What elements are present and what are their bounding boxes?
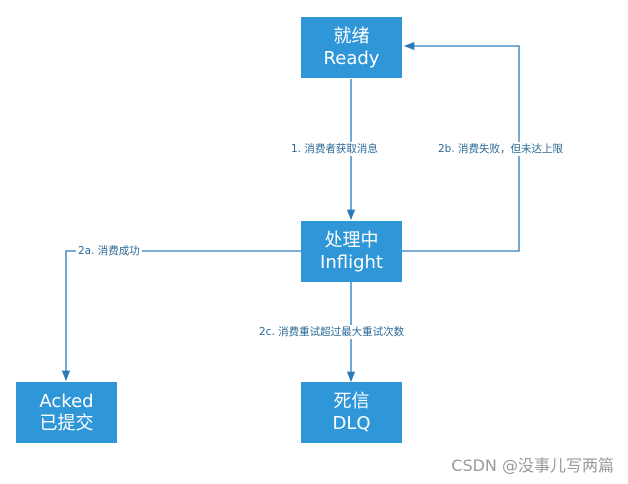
state-acked-sublabel: 已提交 (39, 412, 94, 434)
state-ready-sublabel: Ready (323, 47, 380, 69)
edge-label-fail-retry: 2b. 消费失败，但未达上限 (436, 142, 566, 156)
state-ready-label: 就绪 (333, 25, 370, 47)
state-dlq: 死信 DLQ (301, 382, 402, 443)
state-acked: Acked 已提交 (16, 382, 117, 443)
state-dlq-sublabel: DLQ (332, 412, 371, 434)
state-ready: 就绪 Ready (301, 17, 402, 78)
state-dlq-label: 死信 (333, 390, 370, 412)
watermark: CSDN @没事儿写两篇 (451, 456, 614, 475)
edge-label-consume: 1. 消费者获取消息 (289, 142, 380, 156)
edge-label-success: 2a. 消费成功 (76, 244, 142, 258)
state-acked-label: Acked (39, 390, 94, 412)
state-inflight-label: 处理中 (324, 229, 379, 251)
state-inflight-sublabel: Inflight (320, 251, 383, 273)
edge-label-dead-letter: 2c. 消费重试超过最大重试次数 (257, 325, 407, 339)
state-inflight: 处理中 Inflight (301, 221, 402, 282)
edge-inflight-to-acked (61, 250, 301, 382)
